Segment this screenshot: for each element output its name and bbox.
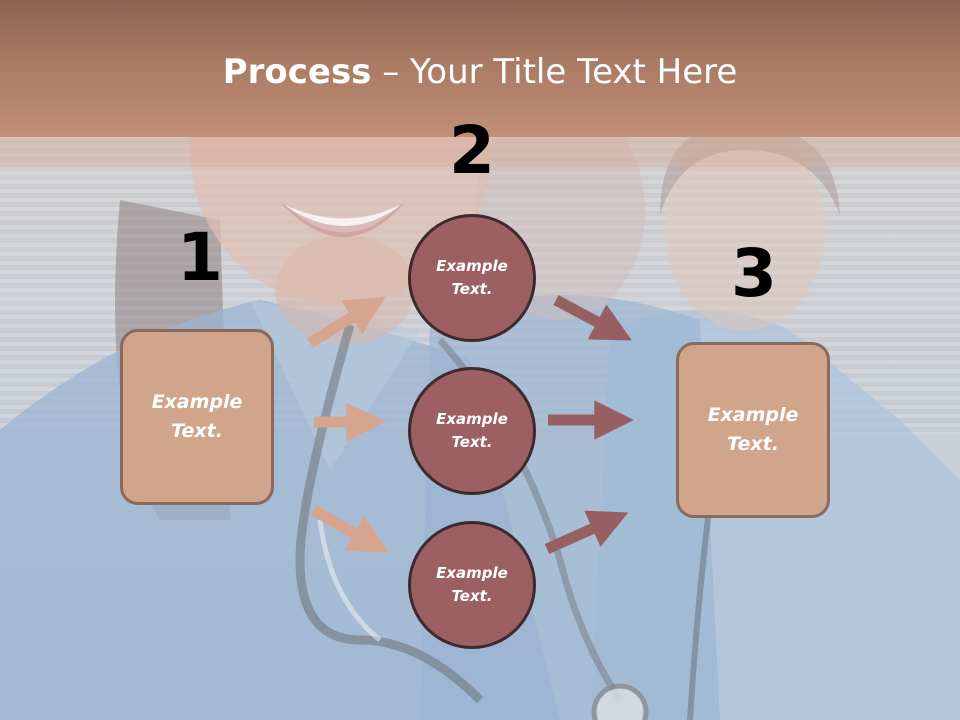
title-rest: – Your Title Text Here xyxy=(371,52,738,92)
title-band xyxy=(0,0,960,137)
step-3-box[interactable]: Example Text. xyxy=(676,342,830,518)
step-2-item-middle[interactable]: Example Text. xyxy=(408,367,536,495)
step-1-box[interactable]: Example Text. xyxy=(120,329,274,505)
step-2-item-top[interactable]: Example Text. xyxy=(408,214,536,342)
arrow-top-to-step3 xyxy=(553,295,632,341)
step-number-2: 2 xyxy=(449,112,495,189)
step-number-3: 3 xyxy=(731,235,777,312)
step-2-item-bottom[interactable]: Example Text. xyxy=(408,521,536,649)
step-2-item-middle-text: Example Text. xyxy=(436,410,508,451)
step-1-text: Example Text. xyxy=(151,391,243,442)
stethoscope-tube xyxy=(295,323,484,704)
arrow-bottom-to-step3 xyxy=(544,510,629,555)
smile-lips xyxy=(280,202,405,237)
arrow-step1-to-top xyxy=(307,296,386,348)
step-2-item-top-text: Example Text. xyxy=(436,257,508,298)
stethoscope-tube-highlight xyxy=(317,519,382,642)
slide-title: Process – Your Title Text Here xyxy=(0,52,960,92)
step-2-item-bottom-text: Example Text. xyxy=(436,564,508,605)
title-strip xyxy=(0,137,960,167)
title-bold: Process xyxy=(222,52,372,92)
arrow-step1-to-bottom xyxy=(310,505,389,553)
step-3-text: Example Text. xyxy=(707,404,799,455)
step-number-1: 1 xyxy=(177,219,223,296)
right-nurse-hair xyxy=(660,124,840,215)
stethoscope-chestpiece xyxy=(591,683,649,720)
right-nurse-face xyxy=(665,130,825,330)
